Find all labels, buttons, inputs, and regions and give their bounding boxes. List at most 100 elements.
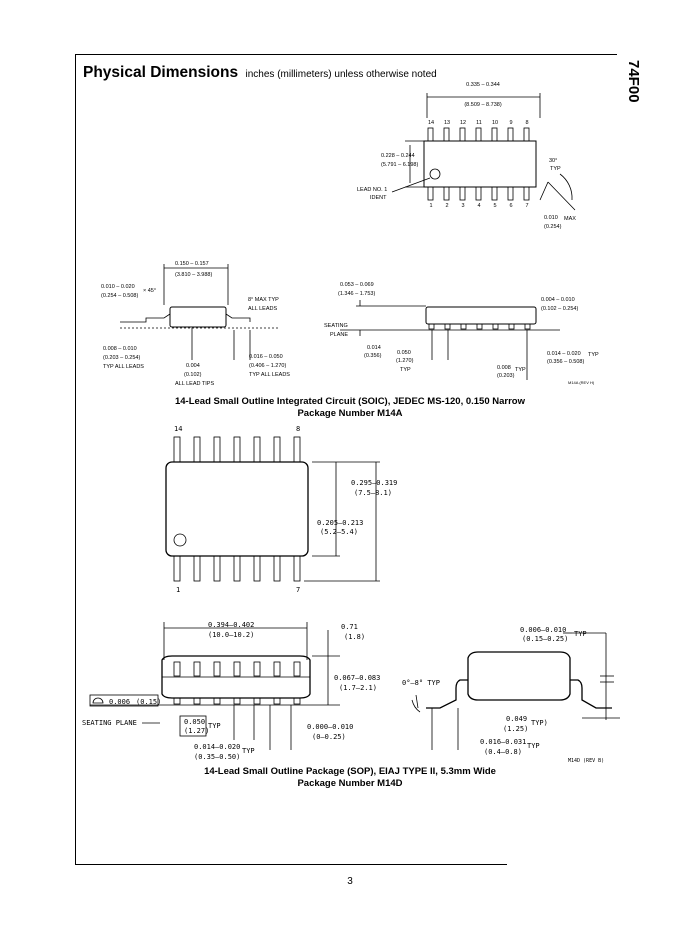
m14d-caption: 14-Lead Small Outline Package (SOP), EIA… bbox=[50, 766, 650, 790]
m14d-caption-line2: Package Number M14D bbox=[297, 778, 403, 789]
m14a-max-label: MAX bbox=[564, 216, 576, 222]
m14d-pitch-mm: (1.27) bbox=[184, 727, 209, 735]
m14a-standoff-in: 0.004 – 0.010 bbox=[541, 297, 575, 303]
m14a-end-view: 0.150 – 0.157 (3.810 – 3.988) 0.010 – 0.… bbox=[101, 261, 290, 387]
m14d-flat-in: 0.006 bbox=[109, 698, 130, 706]
lead-1-ident-mark bbox=[429, 168, 441, 180]
m14a-thk-note: TYP ALL LEADS bbox=[103, 364, 144, 370]
m14d-thk-mm: (0.15–0.25) bbox=[522, 635, 568, 643]
m14a-caption-line1: 14-Lead Small Outline Integrated Circuit… bbox=[174, 396, 525, 407]
m14a-body-mm: (5.791 – 6.198) bbox=[381, 162, 418, 168]
m14a-end-body bbox=[169, 306, 227, 328]
m14a-pin-1: 1 bbox=[429, 203, 432, 209]
m14a-top-leads bbox=[427, 127, 530, 201]
m14d-thk-in: 0.006–0.010 bbox=[520, 626, 566, 634]
m14d-pin1-mark bbox=[173, 533, 187, 547]
m14a-lead-w-mm: (0.356 – 0.508) bbox=[547, 359, 584, 365]
m14a-standoff-mm: (0.102 – 0.254) bbox=[541, 306, 578, 312]
m14d-length-mm: (10.0–10.2) bbox=[208, 631, 254, 639]
m14d-caption-line1: 14-Lead Small Outline Package (SOP), EIA… bbox=[204, 766, 496, 777]
m14d-pitch-typ: TYP bbox=[208, 722, 221, 730]
m14a-pitch-mm: (1.270) bbox=[396, 358, 414, 364]
m14a-all-leads: ALL LEADS bbox=[248, 306, 277, 312]
m14d-flat-mm: (0.15) bbox=[136, 698, 161, 706]
section-heading: Physical Dimensions inches (millimeters)… bbox=[83, 64, 437, 82]
m14d-foot-typ: TYP bbox=[527, 742, 540, 750]
m14a-pin-2: 2 bbox=[445, 203, 448, 209]
m14d-height-mm: (1.7–2.1) bbox=[339, 684, 377, 692]
m14d-end-lead-in: 0.049 bbox=[506, 715, 527, 723]
m14d-angle: 0°–8° TYP bbox=[402, 679, 440, 687]
m14d-outer-in: 0.295–0.319 bbox=[351, 479, 397, 487]
m14a-thk-mm: (0.203 – 0.254) bbox=[103, 355, 140, 361]
m14d-top-mm: (1.8) bbox=[344, 633, 365, 641]
m14d-top-body bbox=[165, 461, 309, 557]
m14a-pin-4: 4 bbox=[477, 203, 480, 209]
m14d-lead-mm: (0.35–0.50) bbox=[194, 753, 240, 761]
m14d-pitch-in: 0.050 bbox=[184, 718, 205, 726]
m14d-body-in: 0.205–0.213 bbox=[317, 519, 363, 527]
m14d-seating: SEATING PLANE bbox=[82, 719, 137, 727]
m14a-max-in: 0.010 bbox=[544, 215, 558, 221]
m14a-foot-mm: (0.406 – 1.270) bbox=[249, 363, 286, 369]
m14a-chamfer-angle: × 45° bbox=[143, 288, 156, 294]
m14a-angle-typ: TYP bbox=[550, 166, 561, 172]
m14a-t008-in: 0.008 bbox=[497, 365, 511, 371]
m14d-side-leads bbox=[173, 661, 301, 705]
m14a-max-mm: (0.254) bbox=[544, 224, 562, 230]
m14a-pin-6: 6 bbox=[509, 203, 512, 209]
m14a-chamfer-in: 0.010 – 0.020 bbox=[101, 284, 135, 290]
m14a-caption: 14-Lead Small Outline Integrated Circuit… bbox=[50, 396, 650, 420]
flatness-icon bbox=[92, 697, 104, 704]
m14a-foot-note: TYP ALL LEADS bbox=[249, 372, 290, 378]
m14d-pin-8: 8 bbox=[296, 425, 300, 433]
m14a-t008-mm: (0.203) bbox=[497, 373, 515, 379]
m14d-side-view: 0.394–0.402 (10.0–10.2) 0.71 (1.8) 0.067… bbox=[82, 621, 380, 761]
m14a-s014-mm: (0.356) bbox=[364, 353, 382, 359]
m14a-max-angle: 8° MAX TYP bbox=[248, 297, 279, 303]
m14d-top-in: 0.71 bbox=[341, 623, 358, 631]
section-subtitle: inches (millimeters) unless otherwise no… bbox=[245, 69, 437, 80]
m14a-pin-3: 3 bbox=[461, 203, 464, 209]
m14a-chamfer-mm: (0.254 – 0.508) bbox=[101, 293, 138, 299]
m14a-side-body bbox=[425, 306, 537, 325]
m14d-standoff-mm: (0–0.25) bbox=[312, 733, 346, 741]
flatness-box bbox=[89, 694, 159, 707]
m14a-s014-in: 0.014 bbox=[367, 345, 381, 351]
m14a-width-mm: (8.509 – 8.738) bbox=[464, 102, 501, 108]
m14a-pin-12: 12 bbox=[460, 120, 466, 126]
m14a-rev: M14A (REV H) bbox=[568, 380, 595, 385]
m14d-top-view: 14 8 1 7 0.295–0.319 (7.5–8.1) 0.205–0.2… bbox=[165, 425, 397, 594]
m14a-side-height-in: 0.053 – 0.069 bbox=[340, 282, 374, 288]
m14a-top-body bbox=[423, 140, 537, 188]
m14a-pin-11: 11 bbox=[476, 120, 482, 126]
m14a-pitch-typ: TYP bbox=[400, 367, 411, 373]
pitch-box bbox=[179, 715, 207, 737]
m14a-t008-typ: TYP bbox=[515, 367, 526, 373]
m14a-end-width-in: 0.150 – 0.157 bbox=[175, 261, 209, 267]
m14d-body-mm: (5.2–5.4) bbox=[320, 528, 358, 536]
m14d-end-view: 0.006–0.010 (0.15–0.25) TYP 0°–8° TYP 0.… bbox=[402, 626, 620, 764]
page-frame-top bbox=[75, 54, 617, 55]
m14d-end-lead-mm: (1.25) bbox=[503, 725, 528, 733]
page-number: 3 bbox=[347, 876, 353, 887]
m14d-top-leads bbox=[173, 436, 301, 582]
m14a-seating-b: PLANE bbox=[330, 332, 348, 338]
m14a-lead-w-typ: TYP bbox=[588, 352, 599, 358]
m14a-lead-w-in: 0.014 – 0.020 bbox=[547, 351, 581, 357]
lead1-label: LEAD NO. 1 bbox=[357, 187, 387, 193]
m14a-width-in: 0.335 – 0.344 bbox=[466, 82, 500, 88]
m14a-pitch-in: 0.050 bbox=[397, 350, 411, 356]
m14d-lead-typ: TYP bbox=[242, 747, 255, 755]
m14a-seating-a: SEATING bbox=[324, 323, 348, 329]
m14a-foot-in: 0.016 – 0.050 bbox=[249, 354, 283, 360]
page-frame-left bbox=[75, 54, 76, 864]
m14a-body-in: 0.228 – 0.244 bbox=[381, 153, 415, 159]
m14a-end-width-mm: (3.810 – 3.988) bbox=[175, 272, 212, 278]
m14a-pin-10: 10 bbox=[492, 120, 498, 126]
m14a-top-view: 0.335 – 0.344 (8.509 – 8.738) 14 13 12 1… bbox=[357, 82, 576, 230]
m14d-thk-typ: TYP bbox=[574, 630, 587, 638]
m14a-pin-13: 13 bbox=[444, 120, 450, 126]
section-title: Physical Dimensions bbox=[83, 64, 239, 81]
m14a-pin-8: 8 bbox=[525, 120, 528, 126]
